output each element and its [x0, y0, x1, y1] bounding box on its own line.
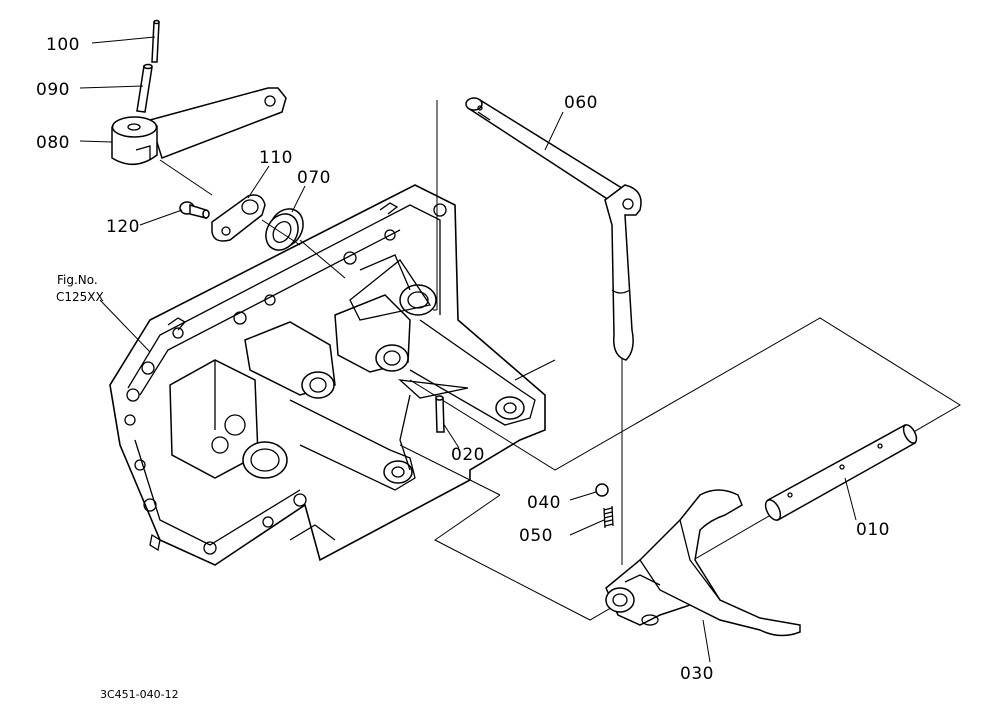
leader-lines: [79, 36, 857, 663]
part-100-pin: [151, 19, 160, 63]
figure-ref-line1: Fig.No.: [57, 273, 98, 287]
figure-ref-line2: C125XX: [56, 290, 104, 304]
part-060-shift-lever-shaft: [465, 97, 642, 361]
part-050-spring: [603, 505, 614, 529]
part-040-ball: [595, 483, 609, 497]
alignment-lines: [159, 159, 623, 565]
label-030: 030: [680, 664, 714, 684]
part-090-roll-pin: [136, 63, 153, 113]
part-020-pin: [435, 395, 445, 433]
part-030-shift-fork: [605, 489, 801, 637]
label-070: 070: [297, 168, 331, 188]
drawing-id: 3C451-040-12: [100, 688, 179, 701]
part-010-shift-rod: [764, 423, 918, 522]
part-080-lever: [111, 87, 287, 165]
label-100: 100: [46, 35, 80, 55]
figure-reference: Fig.No. C125XX: [56, 273, 104, 304]
flange-holes: [124, 203, 447, 555]
label-040: 040: [527, 493, 561, 513]
gear-case-housing: [109, 184, 546, 566]
label-090: 090: [36, 80, 70, 100]
label-060: 060: [564, 93, 598, 113]
label-050: 050: [519, 526, 553, 546]
label-020: 020: [451, 445, 485, 465]
label-080: 080: [36, 133, 70, 153]
part-labels: 100 090 080 110 070 120 060 020 040 050 …: [36, 35, 890, 684]
part-070-seal: [265, 208, 304, 251]
label-120: 120: [106, 217, 140, 237]
label-010: 010: [856, 520, 890, 540]
label-110: 110: [259, 148, 293, 168]
part-120-bolt: [179, 201, 210, 219]
part-110-plate: [211, 194, 266, 242]
